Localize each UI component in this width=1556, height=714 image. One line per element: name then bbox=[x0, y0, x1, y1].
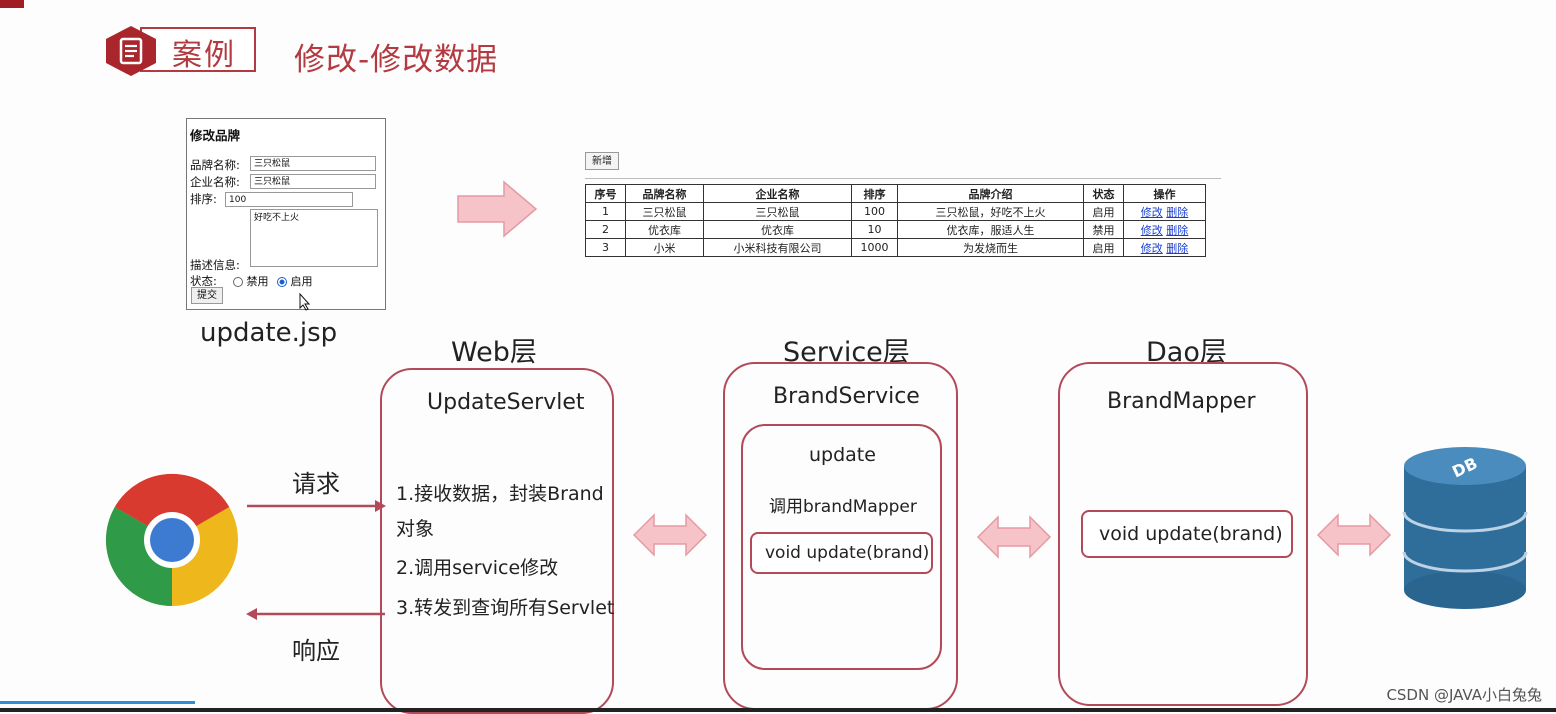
submit-button[interactable]: 提交 bbox=[191, 287, 223, 304]
cell-status: 启用 bbox=[1083, 238, 1124, 257]
cell-intro: 三只松鼠，好吃不上火 bbox=[897, 202, 1084, 221]
edit-link[interactable]: 修改 bbox=[1140, 223, 1163, 237]
case-badge bbox=[140, 27, 256, 72]
service-signature: void update(brand) bbox=[765, 543, 930, 563]
add-button[interactable]: 新增 bbox=[585, 152, 619, 170]
dao-class-name: BrandMapper bbox=[1107, 389, 1256, 414]
response-label: 响应 bbox=[292, 637, 340, 665]
page-title: 修改-修改数据 bbox=[294, 42, 499, 78]
cell-status: 启用 bbox=[1083, 202, 1124, 221]
cell-id: 3 bbox=[585, 238, 626, 257]
col-header: 排序 bbox=[851, 184, 898, 203]
cell-brand: 小米 bbox=[625, 238, 704, 257]
col-header: 品牌介绍 bbox=[897, 184, 1084, 203]
brand-name-label: 品牌名称: bbox=[190, 158, 240, 172]
description-label: 描述信息: bbox=[190, 258, 240, 272]
web-layer-title: Web层 bbox=[451, 337, 537, 368]
web-step-3: 3.转发到查询所有Servlet bbox=[396, 597, 615, 619]
right-arrow-icon bbox=[457, 180, 538, 238]
col-header: 操作 bbox=[1123, 184, 1206, 203]
service-call-text: 调用brandMapper bbox=[769, 497, 917, 517]
dao-signature-box bbox=[1081, 510, 1293, 558]
edit-link[interactable]: 修改 bbox=[1140, 205, 1163, 219]
cell-actions: 修改 删除 bbox=[1123, 202, 1206, 221]
double-arrow-icon bbox=[976, 515, 1052, 559]
update-method-box bbox=[741, 424, 942, 670]
status-label: 状态: bbox=[190, 274, 217, 288]
delete-link[interactable]: 删除 bbox=[1166, 241, 1189, 255]
table-row: 2 优衣库 优衣库 10 优衣库，服适人生 禁用 修改 删除 bbox=[585, 220, 1206, 239]
cell-brand: 三只松鼠 bbox=[625, 202, 704, 221]
table-row: 3 小米 小米科技有限公司 1000 为发烧而生 启用 修改 删除 bbox=[585, 238, 1206, 257]
status-enabled-text: 启用 bbox=[290, 275, 313, 288]
cell-intro: 为发烧而生 bbox=[897, 238, 1084, 257]
col-header: 状态 bbox=[1083, 184, 1124, 203]
cell-order: 1000 bbox=[851, 238, 898, 257]
request-arrow-icon bbox=[247, 500, 386, 512]
corner-mark bbox=[0, 0, 24, 8]
document-icon bbox=[106, 26, 156, 76]
order-input[interactable]: 100 bbox=[225, 192, 353, 207]
order-label: 排序: bbox=[190, 192, 217, 206]
cell-brand: 优衣库 bbox=[625, 220, 704, 239]
cell-company: 三只松鼠 bbox=[703, 202, 852, 221]
dao-layer-box bbox=[1058, 362, 1308, 706]
status-disabled-text: 禁用 bbox=[246, 275, 269, 288]
status-disabled-radio[interactable]: 禁用 bbox=[233, 273, 269, 289]
cell-status: 禁用 bbox=[1083, 220, 1124, 239]
web-step-1: 1.接收数据，封装Brand bbox=[396, 483, 604, 505]
bottom-accent-line bbox=[0, 701, 195, 704]
radio-on-icon bbox=[277, 277, 287, 287]
col-header: 序号 bbox=[585, 184, 626, 203]
col-header: 企业名称 bbox=[703, 184, 852, 203]
radio-off-icon bbox=[233, 277, 243, 287]
description-textarea[interactable]: 好吃不上火 bbox=[250, 209, 378, 267]
response-arrow-icon bbox=[246, 608, 385, 620]
table-header-row: 序号 品牌名称 企业名称 排序 品牌介绍 状态 操作 bbox=[585, 184, 1206, 203]
cell-actions: 修改 删除 bbox=[1123, 220, 1206, 239]
case-label: 案例 bbox=[172, 38, 236, 73]
request-label: 请求 bbox=[292, 470, 340, 498]
col-header: 品牌名称 bbox=[625, 184, 704, 203]
bottom-strip bbox=[0, 708, 1556, 712]
cell-intro: 优衣库，服适人生 bbox=[897, 220, 1084, 239]
brand-table: 序号 品牌名称 企业名称 排序 品牌介绍 状态 操作 1 三只松鼠 三只松鼠 1… bbox=[585, 184, 1206, 257]
edit-brand-form: 修改品牌 品牌名称: 三只松鼠 企业名称: 三只松鼠 排序: 100 好吃不上火… bbox=[186, 118, 386, 311]
web-layer-box bbox=[380, 368, 614, 714]
cell-id: 2 bbox=[585, 220, 626, 239]
service-signature-box bbox=[750, 532, 933, 574]
cell-id: 1 bbox=[585, 202, 626, 221]
cell-company: 优衣库 bbox=[703, 220, 852, 239]
chrome-browser-icon bbox=[105, 473, 238, 606]
mouse-cursor-icon bbox=[299, 293, 311, 311]
service-method-name: update bbox=[809, 444, 876, 466]
database-icon: DB bbox=[1402, 447, 1528, 609]
company-name-input[interactable]: 三只松鼠 bbox=[250, 174, 376, 189]
cell-actions: 修改 删除 bbox=[1123, 238, 1206, 257]
web-step-1-cont: 对象 bbox=[396, 518, 435, 540]
table-row: 1 三只松鼠 三只松鼠 100 三只松鼠，好吃不上火 启用 修改 删除 bbox=[585, 202, 1206, 221]
delete-link[interactable]: 删除 bbox=[1166, 205, 1189, 219]
double-arrow-icon bbox=[632, 513, 708, 557]
servlet-name: UpdateServlet bbox=[427, 390, 585, 415]
divider bbox=[585, 178, 1221, 179]
service-class-name: BrandService bbox=[773, 384, 920, 409]
cell-company: 小米科技有限公司 bbox=[703, 238, 852, 257]
cell-order: 100 bbox=[851, 202, 898, 221]
company-name-label: 企业名称: bbox=[190, 175, 240, 189]
status-enabled-radio[interactable]: 启用 bbox=[277, 273, 313, 289]
dao-signature: void update(brand) bbox=[1099, 523, 1283, 545]
brand-name-input[interactable]: 三只松鼠 bbox=[250, 156, 376, 171]
watermark: CSDN @JAVA小白兔兔 bbox=[1386, 686, 1542, 704]
web-step-2: 2.调用service修改 bbox=[396, 557, 559, 579]
delete-link[interactable]: 删除 bbox=[1166, 223, 1189, 237]
double-arrow-icon bbox=[1316, 513, 1392, 557]
edit-link[interactable]: 修改 bbox=[1140, 241, 1163, 255]
form-title: 修改品牌 bbox=[190, 128, 241, 143]
jsp-file-label: update.jsp bbox=[200, 318, 338, 348]
cell-order: 10 bbox=[851, 220, 898, 239]
